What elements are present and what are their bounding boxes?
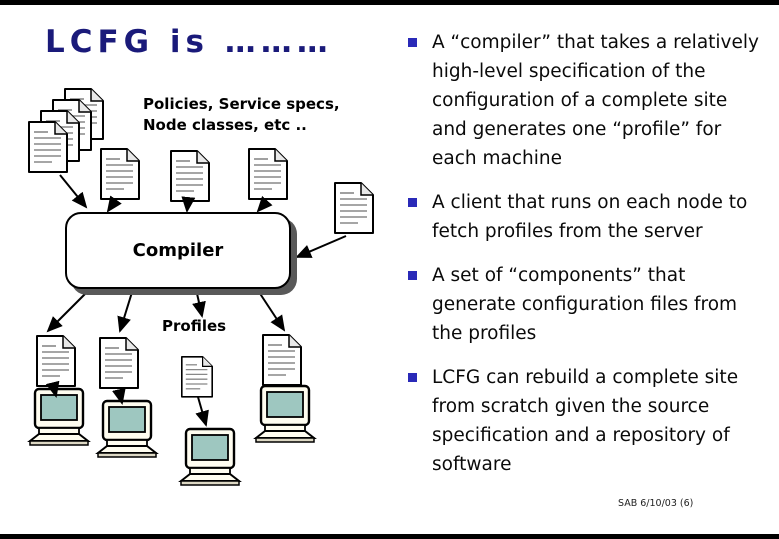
arrow-icon — [46, 288, 286, 333]
bullet-marker-icon — [408, 198, 417, 207]
bullet-text: A “compiler” that takes a relatively hig… — [432, 32, 759, 169]
arrow-icon — [45, 380, 209, 427]
bullet-item: A “compiler” that takes a relatively hig… — [408, 28, 764, 173]
document-icon — [28, 121, 68, 173]
compiler-label: Compiler — [132, 240, 224, 261]
slide-footer: SAB 6/10/03 (6) — [618, 498, 694, 509]
computer-icon — [28, 387, 90, 447]
inputs-label: Policies, Service specs, Node classes, e… — [143, 94, 340, 136]
document-icon — [181, 355, 213, 398]
computer-icon — [254, 384, 316, 444]
document-icon — [99, 337, 139, 389]
bottom-border — [0, 534, 779, 539]
document-icon — [334, 182, 374, 234]
computer-icon — [179, 427, 241, 487]
bullet-marker-icon — [408, 271, 417, 280]
diagram-canvas — [28, 88, 374, 487]
bullet-list: A “compiler” that takes a relatively hig… — [408, 28, 764, 494]
compiler-box: Compiler — [65, 212, 291, 289]
document-icon — [248, 148, 288, 200]
inputs-label-line1: Policies, Service specs, — [143, 95, 340, 113]
arrow-icon — [59, 174, 347, 258]
slide-title: LCFG is ……… — [45, 24, 333, 60]
document-icon — [36, 335, 76, 387]
document-icon — [262, 334, 302, 386]
document-icon — [170, 150, 210, 202]
bullet-item: A set of “components” that generate conf… — [408, 261, 764, 348]
document-icon — [100, 148, 140, 200]
profiles-label: Profiles — [162, 317, 227, 335]
bullet-item: A client that runs on each node to fetch… — [408, 188, 764, 246]
bullet-text: A set of “components” that generate conf… — [432, 265, 738, 344]
bullet-marker-icon — [408, 38, 417, 47]
computer-icon — [96, 399, 158, 459]
top-border — [0, 0, 779, 5]
bullet-item: LCFG can rebuild a complete site from sc… — [408, 363, 764, 479]
bullet-marker-icon — [408, 373, 417, 382]
lcfg-flow-diagram: Policies, Service specs, Node classes, e… — [0, 70, 400, 539]
bullet-text: A client that runs on each node to fetch… — [432, 192, 748, 242]
bullet-text: LCFG can rebuild a complete site from sc… — [432, 367, 739, 475]
inputs-label-line2: Node classes, etc .. — [143, 116, 307, 134]
